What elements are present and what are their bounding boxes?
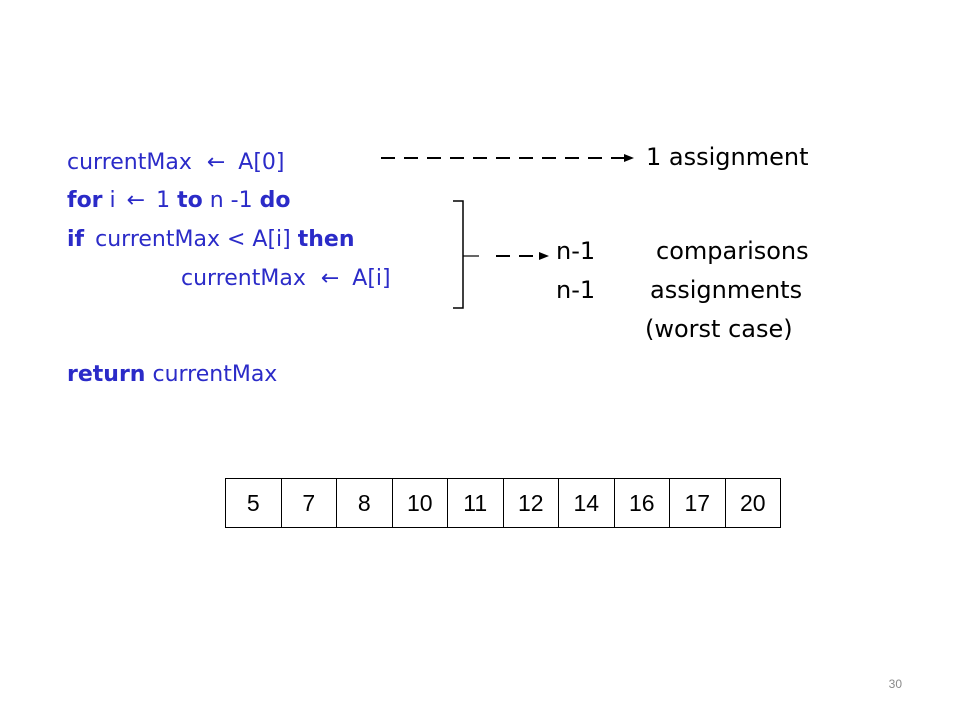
- left-arrow-icon: ←: [320, 266, 340, 291]
- page-number: 30: [888, 677, 902, 691]
- expression: A[0]: [238, 150, 285, 175]
- keyword-to: to: [177, 188, 203, 213]
- annotation-first: 1 assignment: [646, 143, 809, 171]
- sorted-array: 5 7 8 10 11 12 14 16 17 20: [225, 478, 781, 528]
- array-cell: 5: [226, 479, 282, 527]
- code-line-1: currentMax ← A[0]: [67, 149, 285, 177]
- var-i: i: [109, 188, 116, 213]
- annotation-count: n-1: [556, 237, 596, 265]
- array-cell: 14: [559, 479, 615, 527]
- loop-start: 1: [156, 188, 171, 213]
- keyword-return: return: [67, 362, 146, 387]
- array-cell: 12: [504, 479, 559, 527]
- array-cell: 16: [615, 479, 670, 527]
- array-cell: 10: [393, 479, 448, 527]
- code-line-5: return currentMax: [67, 361, 277, 389]
- annotation-note: (worst case): [645, 315, 793, 343]
- left-arrow-icon: ←: [206, 150, 226, 175]
- arrowhead-icon: [624, 154, 634, 162]
- return-value: currentMax: [152, 362, 278, 387]
- code-line-3: if currentMax < A[i] then: [67, 226, 354, 254]
- keyword-if: if: [67, 227, 85, 252]
- annotation-count: n-1: [556, 276, 596, 304]
- left-arrow-icon: ←: [126, 188, 146, 213]
- code-line-4: currentMax ← A[i]: [181, 265, 391, 293]
- expression: A[i]: [352, 266, 391, 291]
- condition: currentMax < A[i]: [95, 227, 291, 252]
- keyword-for: for: [67, 188, 103, 213]
- loop-end: n -1: [209, 188, 253, 213]
- array-cell: 7: [282, 479, 337, 527]
- annotation-label: assignments: [650, 276, 803, 304]
- array-cell: 8: [337, 479, 393, 527]
- keyword-do: do: [259, 188, 291, 213]
- keyword-then: then: [297, 227, 355, 252]
- annotation-label: comparisons: [656, 237, 809, 265]
- var-current-max: currentMax: [181, 266, 306, 291]
- array-cell: 20: [726, 479, 781, 527]
- arrowhead-icon: [539, 252, 549, 260]
- array-cell: 17: [670, 479, 726, 527]
- code-line-2: for i ← 1 to n -1 do: [67, 187, 291, 215]
- bracket: [453, 200, 464, 309]
- var-current-max: currentMax: [67, 150, 192, 175]
- array-cell: 11: [448, 479, 504, 527]
